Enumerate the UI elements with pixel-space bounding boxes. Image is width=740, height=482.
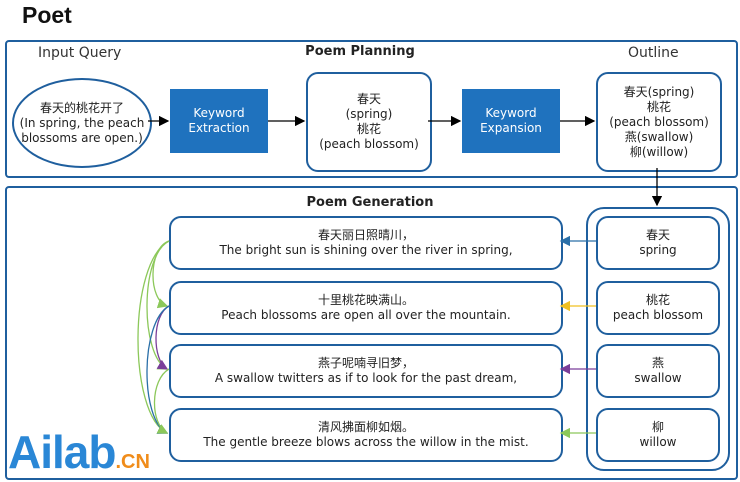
poem-line-en: The bright sun is shining over the river… xyxy=(219,243,513,257)
poem-line-box: 清风拂面柳如烟。 The gentle breeze blows across … xyxy=(169,408,563,462)
keyword-box: 柳 willow xyxy=(596,408,720,462)
ailab-logo: Ailab.CN xyxy=(8,425,150,479)
keyword-expansion-box: Keyword Expansion xyxy=(462,89,560,153)
query-line: 春天的桃花开了 xyxy=(39,100,124,115)
outline-label: Outline xyxy=(628,45,679,61)
logo-suffix: .CN xyxy=(115,451,150,473)
poem-line-cn: 十里桃花映满山。 xyxy=(317,293,414,307)
poem-line-cn: 燕子呢喃寻旧梦， xyxy=(317,356,414,370)
planning-section-title: Poem Planning xyxy=(305,44,415,59)
poem-line-box: 十里桃花映满山。 Peach blossoms are open all ove… xyxy=(169,281,563,335)
planning-panel xyxy=(5,40,738,178)
extracted-keywords-box: 春天 (spring) 桃花 (peach blossom) xyxy=(306,72,432,172)
poem-line-box: 燕子呢喃寻旧梦， A swallow twitters as if to loo… xyxy=(169,344,563,398)
poem-line-en: A swallow twitters as if to look for the… xyxy=(214,371,518,385)
poem-line-box: 春天丽日照晴川， The bright sun is shining over … xyxy=(169,216,563,270)
keyword-extraction-box: Keyword Extraction xyxy=(170,89,268,153)
poem-line-cn: 清风拂面柳如烟。 xyxy=(317,420,414,434)
query-line: blossoms are open.) xyxy=(21,130,143,145)
poem-line-cn: 春天丽日照晴川， xyxy=(317,228,414,242)
keyword-box: 春天 spring xyxy=(596,216,720,270)
query-line: (In spring, the peach xyxy=(19,115,145,130)
keyword-box: 燕 swallow xyxy=(596,344,720,398)
poem-line-en: The gentle breeze blows across the willo… xyxy=(203,435,529,449)
poem-line-en: Peach blossoms are open all over the mou… xyxy=(221,308,511,322)
logo-main: Ailab xyxy=(8,426,116,478)
page-title: Poet xyxy=(22,2,72,28)
generation-panel xyxy=(5,186,738,480)
outline-box: 春天(spring) 桃花 (peach blossom) 燕(swallow)… xyxy=(596,72,722,172)
input-query-label: Input Query xyxy=(38,45,122,61)
input-query-ellipse: 春天的桃花开了 (In spring, the peach blossoms a… xyxy=(12,78,152,168)
generation-section-title: Poem Generation xyxy=(306,195,434,210)
keyword-box: 桃花 peach blossom xyxy=(596,281,720,335)
